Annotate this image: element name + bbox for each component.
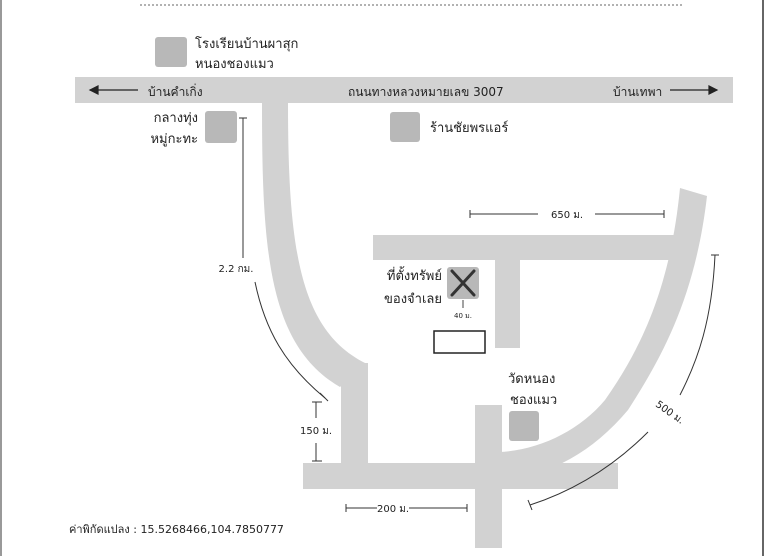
left-arrow-icon [88, 85, 138, 95]
shop-marker [390, 112, 420, 142]
roads [75, 77, 733, 548]
distance-650m-label: 650 ม. [551, 210, 583, 221]
left-lower-vertical-road [341, 363, 368, 466]
left-direction-label: บ้านคำเกิ่ง [148, 83, 203, 99]
property-label-line1: ที่ตั้งทรัพย์ [387, 266, 442, 284]
school-marker [155, 37, 187, 67]
temple-marker [509, 411, 539, 441]
right-curved-road [500, 188, 707, 478]
bottom-horizontal-road [303, 463, 618, 489]
distance-500m-label: 500 ม. [653, 399, 686, 426]
village-marker [205, 111, 237, 143]
main-highway [75, 77, 733, 103]
bottom-vertical-road [475, 405, 502, 548]
school-label-line2: หนองชองแมว [195, 57, 274, 72]
village-label-line1: กลางทุ่ง [154, 111, 198, 126]
left-curved-road [262, 103, 365, 387]
property-road-upper [373, 235, 695, 260]
village-label-line2: หมู่กะทะ [150, 132, 198, 147]
temple-label-line2: ชองแมว [510, 393, 557, 408]
property-road-vertical [495, 258, 520, 348]
main-road-label: ถนนทางหลวงหมายเลข 3007 [348, 85, 504, 99]
distance-40m-label: 40 ม. [454, 312, 472, 320]
property-label-line2: ของจำเลย [384, 292, 442, 307]
coordinates-text: ค่าพิกัดแปลง : 15.5268466,104.7850777 [69, 523, 284, 536]
distance-2-2km-label: 2.2 กม. [219, 264, 254, 275]
dimension-lines [239, 117, 719, 512]
right-direction-label: บ้านเทพา [613, 85, 662, 99]
distance-200m-label: 200 ม. [377, 504, 409, 515]
right-arrow-icon [670, 85, 719, 95]
school-label-line1: โรงเรียนบ้านผาสุก [195, 36, 298, 52]
property-plot [433, 330, 486, 354]
temple-label-line1: วัดหนอง [508, 372, 555, 387]
x-marker-icon [450, 269, 476, 297]
shop-label: ร้านชัยพรแอร์ [430, 120, 508, 136]
distance-150m-label: 150 ม. [300, 426, 332, 437]
